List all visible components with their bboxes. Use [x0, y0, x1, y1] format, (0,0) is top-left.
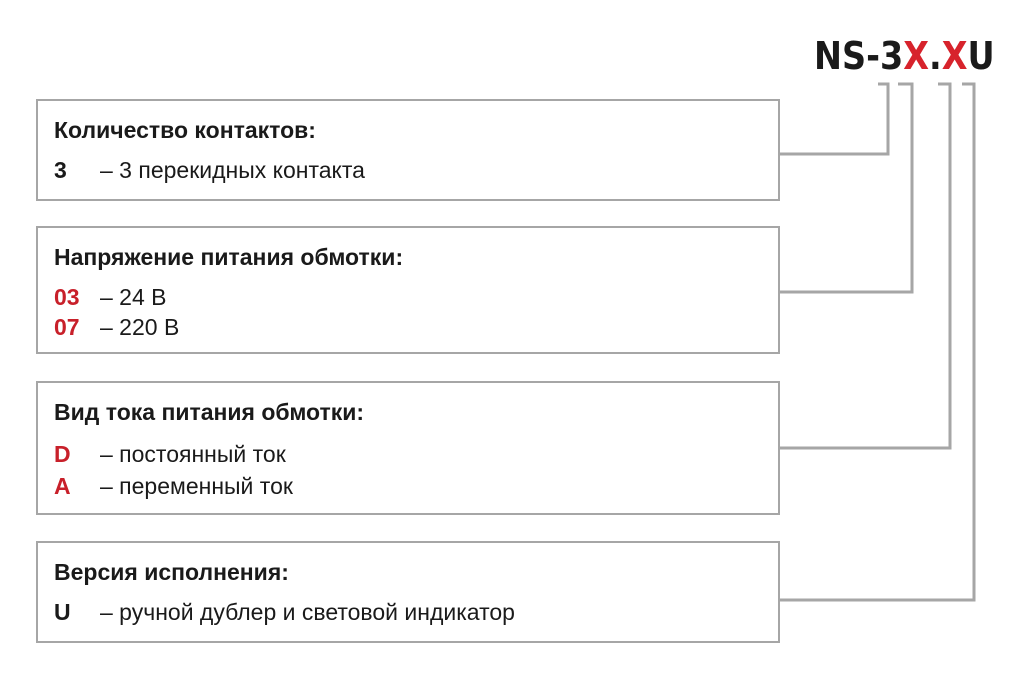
option-key: U: [54, 599, 71, 625]
box-voltage: Напряжение питания обмотки: 03 – 24 В 07–…: [36, 226, 780, 354]
box-contacts-row: 3 – 3 перекидных контакта: [54, 155, 365, 185]
option-key: 3: [54, 157, 67, 183]
box-version-row: U – ручной дублер и световой индикатор: [54, 597, 515, 627]
box-voltage-row-03: 03 – 24 В: [54, 282, 167, 312]
connector-current: [780, 82, 952, 450]
option-key: D: [54, 441, 71, 467]
box-current: Вид тока питания обмотки: D – постоянный …: [36, 381, 780, 515]
option-key: A: [54, 473, 71, 499]
connector-voltage: [780, 82, 914, 294]
model-code: NS-3X.XU: [814, 30, 995, 82]
box-version-title: Версия исполнения:: [54, 559, 289, 585]
box-contacts: Количество контактов: 3 – 3 перекидных ко…: [36, 99, 780, 201]
connector-contacts: [780, 82, 890, 156]
code-part-version: U: [967, 34, 995, 78]
box-current-row-d: D – постоянный ток: [54, 439, 286, 469]
box-voltage-row-07: 07 – 220 В: [54, 312, 179, 342]
connector-version: [780, 82, 976, 602]
box-version: Версия исполнения: U – ручной дублер и св…: [36, 541, 780, 643]
code-part-dot: .: [929, 34, 942, 78]
box-current-title: Вид тока питания обмотки:: [54, 399, 365, 425]
option-desc: – 220 В: [100, 314, 180, 340]
code-part-voltage: X: [903, 34, 930, 78]
box-voltage-title: Напряжение питания обмотки:: [54, 244, 404, 270]
code-part-prefix: NS-3: [814, 34, 904, 78]
option-desc: – 3 перекидных контакта: [100, 157, 365, 183]
code-part-current: X: [941, 34, 968, 78]
option-desc: – постоянный ток: [100, 441, 286, 467]
option-desc: – 24 В: [100, 284, 167, 310]
option-key: 07: [54, 314, 80, 340]
option-desc: – ручной дублер и световой индикатор: [100, 599, 515, 625]
box-contacts-title: Количество контактов:: [54, 117, 316, 143]
option-desc: – переменный ток: [100, 473, 293, 499]
option-key: 03: [54, 284, 80, 310]
box-current-row-a: A – переменный ток: [54, 471, 293, 501]
